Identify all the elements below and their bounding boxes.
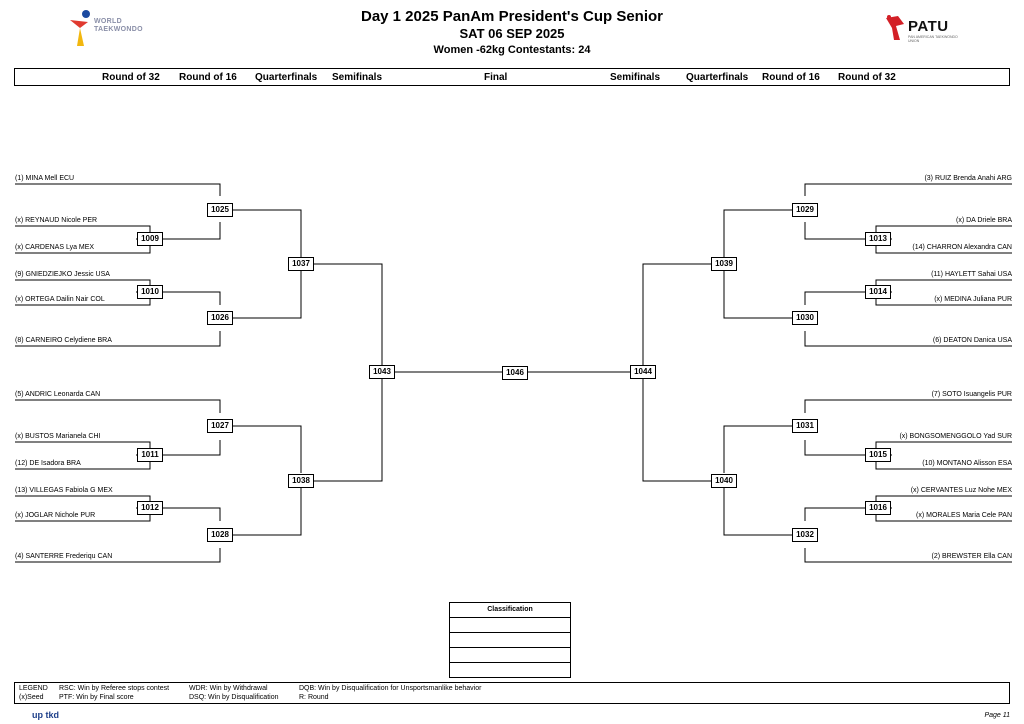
athlete-left-10: (13) VILLEGAS Fabiola G MEX [15,487,113,494]
match-box[interactable]: 1013 [865,232,891,246]
athlete-right-10: (x) CERVANTES Luz Nohe MEX [910,487,1012,494]
athlete-left-7: (5) ANDRIC Leonarda CAN [15,391,101,398]
round-label-qf-right: Quarterfinals [686,72,749,83]
classification-table: Classification [449,602,571,678]
classification-row [450,618,570,633]
athlete-left-8: (x) BUSTOS Marianela CHI [15,433,101,440]
athlete-left-12: (4) SANTERRE Frederiqu CAN [15,553,113,560]
legend-dsq: DSQ: Win by Disqualification [189,694,279,701]
round-label-r16-right: Round of 16 [762,72,820,83]
match-box[interactable]: 1029 [792,203,818,217]
classification-title: Classification [450,603,570,618]
classification-row [450,663,570,677]
athlete-right-5: (x) MEDINA Juliana PUR [934,296,1012,303]
athlete-left-5: (x) ORTEGA Dailin Nair COL [15,296,105,303]
classification-row [450,648,570,663]
round-label-sf-right: Semifinals [610,72,661,83]
athlete-left-6: (8) CARNEIRO Celydiene BRA [15,337,112,344]
legend-box: LEGEND (x)Seed RSC: Win by Referee stops… [14,682,1010,704]
athlete-left-9: (12) DE Isadora BRA [15,460,81,467]
athlete-right-12: (2) BREWSTER Ella CAN [931,553,1012,560]
match-box[interactable]: 1026 [207,311,233,325]
match-box[interactable]: 1040 [711,474,737,488]
match-box[interactable]: 1016 [865,501,891,515]
match-box[interactable]: 1028 [207,528,233,542]
patu-text: PATU [908,18,949,35]
match-box[interactable]: 1015 [865,448,891,462]
legend-ptf: PTF: Win by Final score [59,694,134,701]
match-box[interactable]: 1027 [207,419,233,433]
match-box[interactable]: 1032 [792,528,818,542]
athlete-left-3: (x) CARDENAS Lya MEX [15,244,95,251]
athlete-right-3: (14) CHARRON Alexandra CAN [912,244,1012,251]
kicker-icon [70,10,90,46]
round-label-sf-left: Semifinals [332,72,383,83]
round-label-r16-left: Round of 16 [179,72,237,83]
match-box[interactable]: 1031 [792,419,818,433]
round-label-qf-left: Quarterfinals [255,72,318,83]
athlete-left-11: (x) JOGLAR Nichole PUR [15,512,96,519]
athlete-right-11: (x) MORALES Maria Cele PAN [916,512,1012,519]
match-box[interactable]: 1025 [207,203,233,217]
match-box[interactable]: 1012 [137,501,163,515]
match-box[interactable]: 1009 [137,232,163,246]
weight-category: Women -62kg Contestants: 24 [433,44,591,56]
athlete-right-2: (x) DA Driele BRA [955,217,1012,224]
round-label-r32-right: Round of 32 [838,72,896,83]
athlete-right-7: (7) SOTO Isuangelis PUR [931,391,1012,398]
page-number: Page 11 [984,712,1010,719]
match-box[interactable]: 1011 [137,448,163,462]
match-box[interactable]: 1010 [137,285,163,299]
match-box[interactable]: 1044 [630,365,656,379]
athlete-left-4: (9) GNIEDZIEJKO Jessic USA [15,271,110,278]
patu-kicker-icon [886,15,904,40]
round-header-bar: Round of 32 Round of 16 Quarterfinals Se… [14,68,1010,86]
event-title: Day 1 2025 PanAm President's Cup Senior [360,8,663,25]
match-box[interactable]: 1043 [369,365,395,379]
logo-text-taekwondo: TAEKWONDO [94,26,143,33]
logo-text-world: WORLD [94,18,122,25]
final-match-box[interactable]: 1046 [502,366,528,380]
athlete-right-1: (3) RUIZ Brenda Anahi ARG [924,175,1012,182]
athlete-left-2: (x) REYNAUD Nicole PER [15,217,98,224]
legend-title: LEGEND [19,685,48,692]
athlete-right-6: (6) DEATON Danica USA [932,337,1012,344]
footer-logo: up tkd [32,710,59,720]
patu-subtext: PAN AMERICAN TAEKWONDO UNION [908,35,958,43]
patu-logo: PATU PAN AMERICAN TAEKWONDO UNION [884,14,964,44]
athlete-right-8: (x) BONGSOMENGGOLO Yad SUR [899,433,1012,440]
athlete-right-4: (11) HAYLETT Sahai USA [931,271,1012,278]
legend-seed: (x)Seed [19,694,44,701]
legend-dqb: DQB: Win by Disqualification for Unsport… [299,685,482,692]
round-label-final: Final [484,72,508,83]
match-box[interactable]: 1014 [865,285,891,299]
round-label-r32-left: Round of 32 [102,72,160,83]
athlete-left-1: (1) MINA Mell ECU [15,175,75,182]
match-box[interactable]: 1037 [288,257,314,271]
match-box[interactable]: 1030 [792,311,818,325]
legend-round: R: Round [299,694,329,701]
legend-wdr: WDR: Win by Withdrawal [189,685,268,692]
classification-row [450,633,570,648]
legend-rsc: RSC: Win by Referee stops contest [59,685,170,692]
athlete-right-9: (10) MONTANO Alisson ESA [922,460,1012,467]
match-box[interactable]: 1039 [711,257,737,271]
match-box[interactable]: 1038 [288,474,314,488]
event-date: SAT 06 SEP 2025 [459,26,565,41]
